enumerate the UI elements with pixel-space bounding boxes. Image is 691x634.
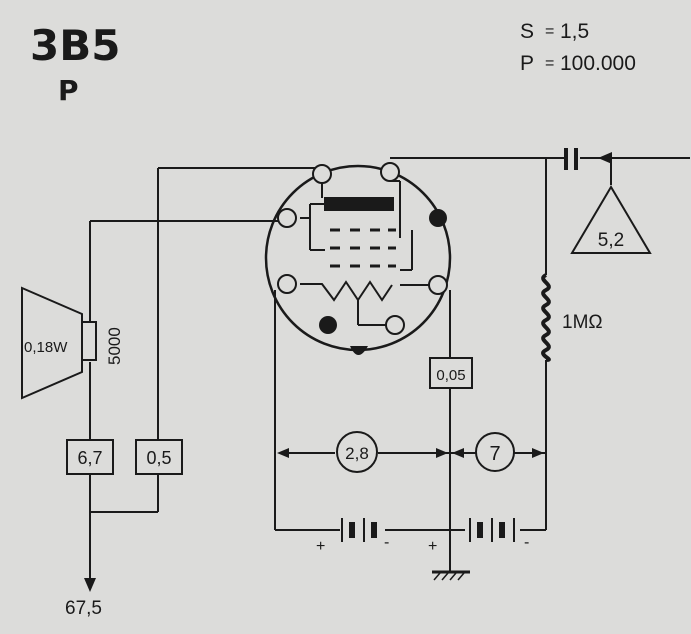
screen-current-box: [135, 439, 183, 475]
supply-voltage-label: 67,5: [65, 598, 102, 619]
transformer-impedance-label: 5000: [105, 327, 124, 365]
bias-voltage-label: 7: [489, 443, 500, 465]
bias-battery-minus: -: [524, 534, 529, 551]
filament-battery-minus: -: [384, 534, 389, 551]
filament-voltage-circle: [336, 431, 378, 473]
output-transformer: [81, 321, 97, 361]
param-s-key: S: [520, 20, 534, 43]
input-arrow-icon: [598, 152, 612, 164]
grid-resistor-label: 1MΩ: [562, 312, 603, 333]
grid-resistor-icon: [541, 273, 551, 362]
anode-current-label: 6,7: [77, 448, 102, 468]
bias-voltage-circle: [475, 432, 515, 472]
filament-battery-plus: +: [316, 538, 325, 555]
screen-current-label: 0,5: [146, 448, 171, 468]
param-p-value: 100.000: [560, 52, 636, 75]
param-s-eq: =: [545, 23, 554, 40]
tube-envelope: [264, 162, 452, 355]
tube-type-title: 3B5: [30, 21, 120, 70]
input-signal-label: 5,2: [598, 230, 624, 251]
anode-current-box: [66, 439, 114, 475]
grid-current-label: 0,05: [436, 367, 465, 384]
speaker-icon: [21, 286, 97, 400]
supply-arrow-icon: [84, 578, 96, 592]
filament-battery-icon: [335, 518, 377, 542]
param-p-key: P: [520, 52, 534, 75]
grid-current-box: [429, 357, 473, 389]
input-signal-triangle: [570, 185, 652, 254]
param-s-value: 1,5: [560, 20, 589, 43]
bias-battery-plus: +: [428, 538, 437, 555]
param-p-eq: =: [545, 55, 554, 72]
speaker-power-label: 0,18W: [24, 339, 68, 356]
tube-class-label: P: [58, 74, 79, 107]
bias-battery-icon: [469, 518, 515, 542]
filament-voltage-label: 2,8: [345, 444, 369, 463]
